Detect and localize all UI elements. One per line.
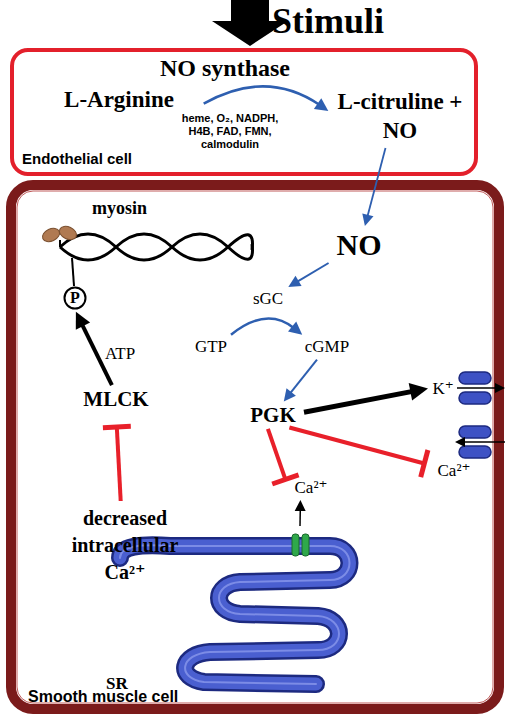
circle-outline	[65, 288, 86, 309]
connector	[295, 500, 306, 526]
arrow-head	[284, 388, 296, 401]
connector	[284, 360, 317, 402]
release-channel	[302, 534, 309, 556]
connector-line	[289, 428, 424, 464]
enzyme-name: NO synthase	[130, 55, 320, 82]
substrate-label: L-Arginine	[36, 86, 202, 114]
connector	[231, 319, 302, 335]
enzyme-label: sGC	[248, 288, 288, 310]
node-text: sGC	[253, 289, 283, 309]
molecule-label: GTP	[188, 336, 234, 358]
inhibition-bar	[272, 475, 298, 484]
node-text: Ca²⁺	[438, 460, 471, 481]
node-text: Ca²⁺	[295, 477, 328, 498]
kinase-label: PGK	[244, 403, 302, 427]
node-text: L-Arginine	[64, 87, 174, 113]
connector-line	[299, 509, 301, 526]
connector-line	[204, 86, 320, 105]
node-text: MLCK	[83, 387, 148, 412]
node-text: NO	[337, 228, 382, 262]
ion-label: K⁺	[430, 377, 456, 399]
reticulum-highlight	[120, 545, 350, 684]
arrow-head	[295, 500, 306, 511]
connector-line	[268, 429, 286, 480]
connector	[289, 428, 428, 478]
node-text: GTP	[195, 337, 227, 357]
cell-membrane-inner	[17, 191, 493, 703]
node-text: L-citruline + NO	[330, 87, 470, 145]
node-text: P	[70, 289, 80, 307]
nitric-oxide-label: NO	[328, 228, 390, 262]
reticulum-membrane	[120, 545, 350, 684]
inhibition-bar	[103, 426, 131, 428]
inhibition-bar	[421, 450, 428, 477]
arrow-head	[409, 383, 428, 401]
ion-label: Ca²⁺	[288, 476, 334, 498]
myosin-illustration	[40, 224, 252, 286]
potassium-channel	[457, 372, 505, 404]
connector-line	[231, 319, 294, 335]
node-text: decreased intracellular Ca²⁺	[55, 505, 195, 586]
node-text: Endothelial cell	[22, 150, 132, 167]
node-text: SR	[106, 674, 128, 694]
ion-label: Ca²⁺	[432, 459, 476, 481]
connector	[362, 148, 385, 226]
phosphate-circle: P	[63, 286, 87, 310]
protein-label: myosin	[92, 198, 182, 219]
connector-line	[290, 360, 317, 394]
calcium-channel	[455, 426, 505, 458]
molecule-label: cGMP	[298, 336, 356, 358]
arrow-head	[288, 322, 302, 335]
arrow-head	[288, 276, 301, 287]
connector-line	[297, 263, 329, 282]
condition-label: decreased intracellular Ca²⁺	[55, 503, 195, 587]
arrow-head	[314, 98, 328, 111]
connector-line	[367, 148, 385, 217]
arrow-head	[362, 213, 373, 226]
reticulum-lumen	[120, 545, 350, 684]
product-label: L-citruline + NO	[330, 86, 470, 146]
connector	[304, 383, 428, 412]
connector	[268, 429, 299, 484]
connector	[288, 263, 328, 287]
cell-membrane	[11, 185, 499, 709]
smooth-muscle-cell: Smooth muscle cell P NO sGC GTP cGMP MLCK PGK K⁺…	[6, 180, 504, 714]
connector	[103, 426, 131, 501]
cell-membrane	[12, 50, 476, 174]
release-channel	[292, 534, 299, 556]
arrow-head	[76, 312, 90, 330]
node-text: Smooth muscle cell	[28, 688, 178, 706]
node-text: PGK	[250, 403, 296, 428]
stimuli-label: Stimuli	[272, 0, 472, 42]
node-text: cGMP	[305, 337, 349, 357]
edge-label: ATP	[100, 344, 140, 364]
connector-line	[304, 391, 414, 412]
enzyme-label: MLCK	[84, 387, 148, 411]
connector	[204, 86, 329, 111]
node-text: K⁺	[432, 378, 453, 399]
smooth-muscle-cell-outline	[6, 180, 504, 714]
connector-line	[117, 427, 121, 501]
edge-label: heme, O₂, NADPH, H4B, FAD, FMN, calmodul…	[174, 112, 286, 151]
